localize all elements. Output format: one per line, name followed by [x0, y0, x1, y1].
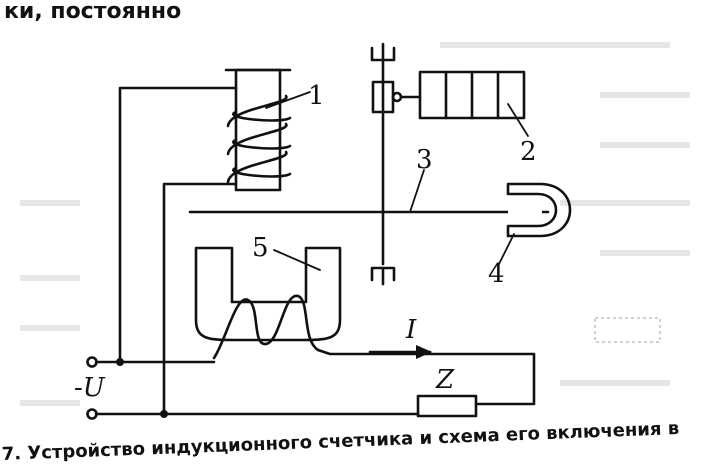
label-voltage: -U	[74, 373, 106, 403]
label-5: 5	[252, 233, 269, 263]
label-2: 2	[520, 137, 537, 167]
current-coil	[194, 246, 342, 360]
wire-coil-upper	[118, 86, 238, 364]
terminal-top	[86, 356, 98, 368]
winding-turn	[226, 122, 292, 156]
brake-magnet	[506, 182, 572, 238]
bottom-bearing-icon	[370, 266, 396, 286]
terminal-bottom	[86, 408, 98, 420]
figure-caption: 7. Устройство индукционного счетчика и с…	[1, 418, 679, 464]
leader-3	[409, 169, 425, 213]
header-text: ки, постоянно	[4, 0, 181, 24]
label-current: I	[405, 315, 417, 345]
junction-dot	[116, 358, 124, 366]
winding-turn	[226, 94, 292, 128]
leader-1	[265, 91, 311, 109]
label-1: 1	[308, 81, 325, 111]
label-3: 3	[416, 145, 433, 175]
leader-4	[497, 233, 515, 267]
leader-5	[273, 249, 321, 271]
current-arrow-icon	[368, 345, 432, 359]
wire-coil-lower	[162, 182, 238, 416]
page-bleed	[20, 42, 690, 406]
counter-mechanism	[399, 70, 526, 120]
load-resistor	[416, 394, 478, 418]
winding-turn	[226, 150, 292, 184]
junction-dot	[160, 410, 168, 418]
voltage-coil-core	[234, 68, 282, 192]
leader-2	[507, 103, 529, 137]
wire-load-loop	[316, 348, 536, 406]
current-winding	[212, 294, 320, 360]
voltage-coil	[224, 68, 292, 192]
top-bearing-icon	[370, 42, 396, 62]
rotor-shaft	[370, 42, 403, 286]
label-load: Z	[435, 365, 455, 395]
label-4: 4	[488, 259, 505, 289]
